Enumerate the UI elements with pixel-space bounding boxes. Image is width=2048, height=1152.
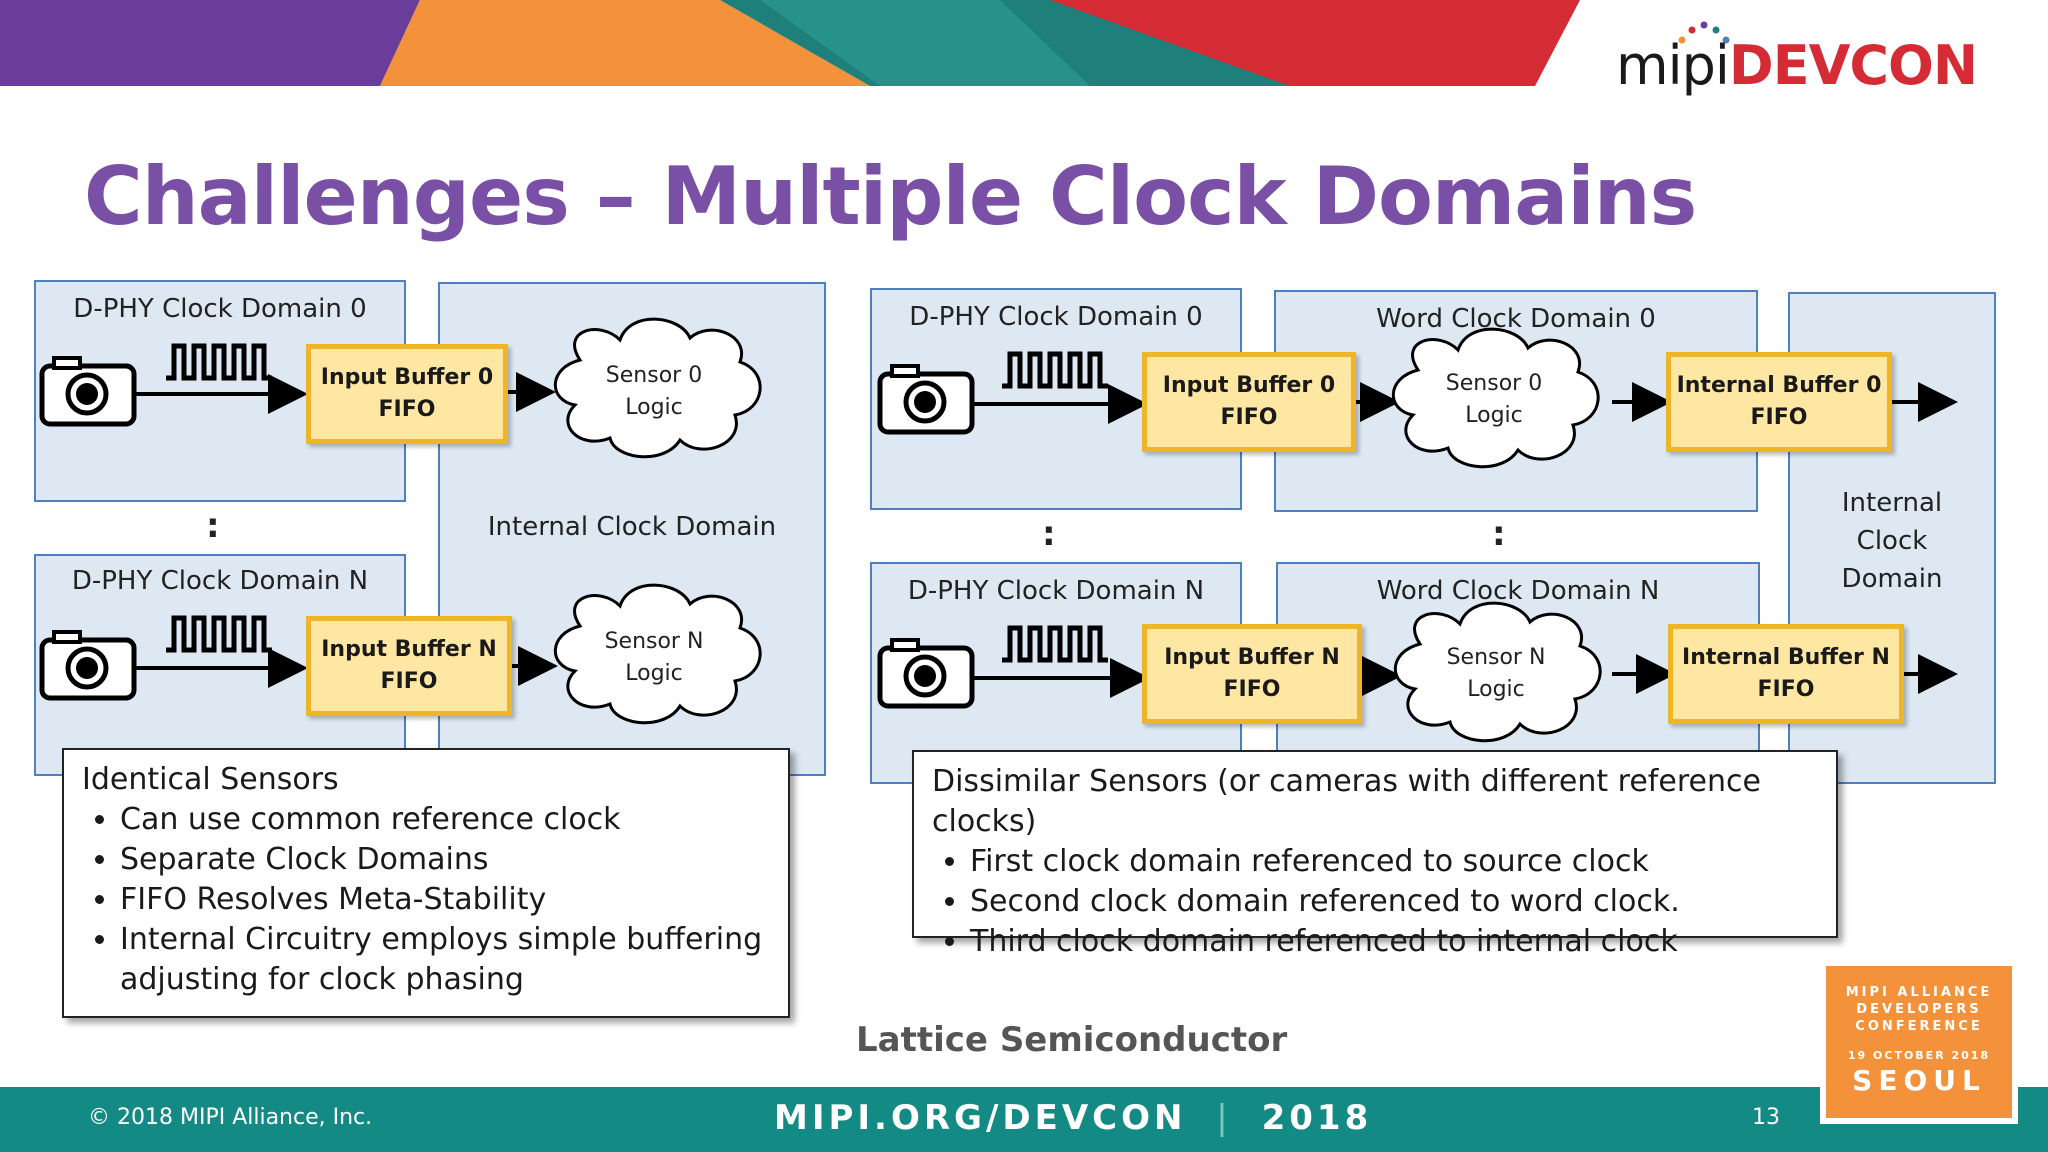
clock-signal-icon [1002,351,1108,389]
note-item: Third clock domain referenced to interna… [970,922,1818,962]
right-dphy-domain-n-label: D-PHY Clock Domain N [907,576,1205,606]
top-banner [0,0,1580,86]
note-item: Separate Clock Domains [120,840,770,880]
right-note-box: Dissimilar Sensors (or cameras with diff… [912,750,1838,959]
right-dphy-domain-0-label: D-PHY Clock Domain 0 [909,302,1203,332]
sensor-sub: Logic [625,395,683,420]
clock-signal-icon [166,343,272,381]
right-internal-buffer-0: Internal Buffer 0 FIFO [1666,352,1892,452]
fifo-label: Input Buffer 0 [320,365,494,390]
fifo-label: Input Buffer 0 [1162,373,1336,398]
sensor-n-cloud [1393,601,1602,743]
conference-badge: MIPI ALLIANCE DEVELOPERS CONFERENCE 19 O… [1820,960,2018,1124]
fifo-label: Internal Buffer 0 [1676,373,1882,398]
fifo-sublabel: FIFO [1757,677,1815,702]
note-item: First clock domain referenced to source … [970,842,1818,882]
internal-word: Domain [1841,564,1943,594]
sensor-name: Sensor 0 [1445,371,1543,396]
note-title: Identical Sensors [82,762,339,797]
sensor-0-cloud [1391,327,1600,469]
note-item: Second clock domain referenced to word c… [970,882,1818,922]
note-title: Dissimilar Sensors (or cameras with diff… [932,764,1761,839]
right-word-domain-n-label: Word Clock Domain N [1376,576,1660,606]
left-input-buffer-n: Input Buffer N FIFO [306,616,512,716]
note-item: FIFO Resolves Meta-Stability [120,880,770,920]
left-dphy-domain-0-label: D-PHY Clock Domain 0 [73,294,367,324]
note-list: Can use common reference clock Separate … [82,800,770,1000]
fifo-sublabel: FIFO [378,397,436,422]
page-title: Challenges – Multiple Clock Domains [84,150,1697,243]
left-note-box: Identical Sensors Can use common referen… [62,748,790,1018]
logo-dots-icon [1678,21,1730,44]
right-word-domain-0-label: Word Clock Domain 0 [1376,304,1656,334]
page-number: 13 [1752,1105,1780,1130]
left-dphy-domain-n-label: D-PHY Clock Domain N [71,566,369,596]
badge-line: DEVELOPERS [1856,1002,1982,1017]
sensor-sub: Logic [1465,403,1523,428]
right-ellipsis-dphy: : [1042,514,1056,554]
badge-line: MIPI ALLIANCE [1845,985,1993,1000]
right-internal-domain-label: Internal Clock Domain [1788,484,1996,598]
right-input-buffer-n: Input Buffer N FIFO [1142,624,1362,724]
right-sensor-n-label: Sensor N Logic [1426,642,1566,706]
footer-year: 2018 [1261,1098,1373,1138]
fifo-sublabel: FIFO [1223,677,1281,702]
clock-signal-icon [1002,625,1108,663]
badge-date: 19 OCTOBER 2018 [1847,1049,1991,1062]
camera-icon [39,630,137,701]
footer-url: MIPI.ORG/DEVCON | 2018 [774,1098,1372,1138]
note-item: Internal Circuitry employs simple buffer… [120,920,770,1000]
left-sensor-0-label: Sensor 0 Logic [584,360,724,424]
camera-icon [877,364,975,435]
fifo-label: Input Buffer N [1164,645,1340,670]
attribution: Lattice Semiconductor [856,1020,1288,1060]
sensor-name: Sensor 0 [605,363,703,388]
internal-word: Clock [1856,526,1928,556]
footer-divider: | [1216,1098,1232,1138]
fifo-sublabel: FIFO [1750,405,1808,430]
right-ellipsis-word: : [1492,514,1506,554]
note-list: First clock domain referenced to source … [932,842,1818,962]
badge-line: CONFERENCE [1855,1019,1983,1034]
left-ellipsis: : [206,506,220,546]
fifo-sublabel: FIFO [380,669,438,694]
logo-prefix: mipi [1616,34,1730,97]
fifo-label: Internal Buffer N [1682,645,1890,670]
footer-url-text: MIPI.ORG/DEVCON [774,1098,1187,1138]
footer-bar [0,1087,2048,1152]
right-internal-buffer-n: Internal Buffer N FIFO [1668,624,1904,724]
sensor-name: Sensor N [604,629,704,654]
sensor-name: Sensor N [1446,645,1546,670]
sensor-0-cloud [553,317,762,459]
internal-word: Internal [1841,488,1943,518]
sensor-n-cloud [553,583,762,725]
mipi-devcon-logo: mipiDEVCON [1616,20,1996,100]
left-sensor-n-label: Sensor N Logic [584,626,724,690]
copyright: © 2018 MIPI Alliance, Inc. [88,1105,373,1130]
fifo-sublabel: FIFO [1220,405,1278,430]
right-input-buffer-0: Input Buffer 0 FIFO [1142,352,1356,452]
left-internal-domain-label: Internal Clock Domain [487,512,777,542]
camera-icon [877,638,975,709]
left-input-buffer-0: Input Buffer 0 FIFO [306,344,508,444]
note-item: Can use common reference clock [120,800,770,840]
sensor-sub: Logic [1467,677,1525,702]
right-sensor-0-label: Sensor 0 Logic [1424,368,1564,432]
fifo-label: Input Buffer N [321,637,497,662]
badge-city: SEOUL [1852,1064,1986,1097]
sensor-sub: Logic [625,661,683,686]
clock-signal-icon [166,615,272,653]
camera-icon [39,356,137,427]
logo-suffix: DEVCON [1728,34,1978,97]
